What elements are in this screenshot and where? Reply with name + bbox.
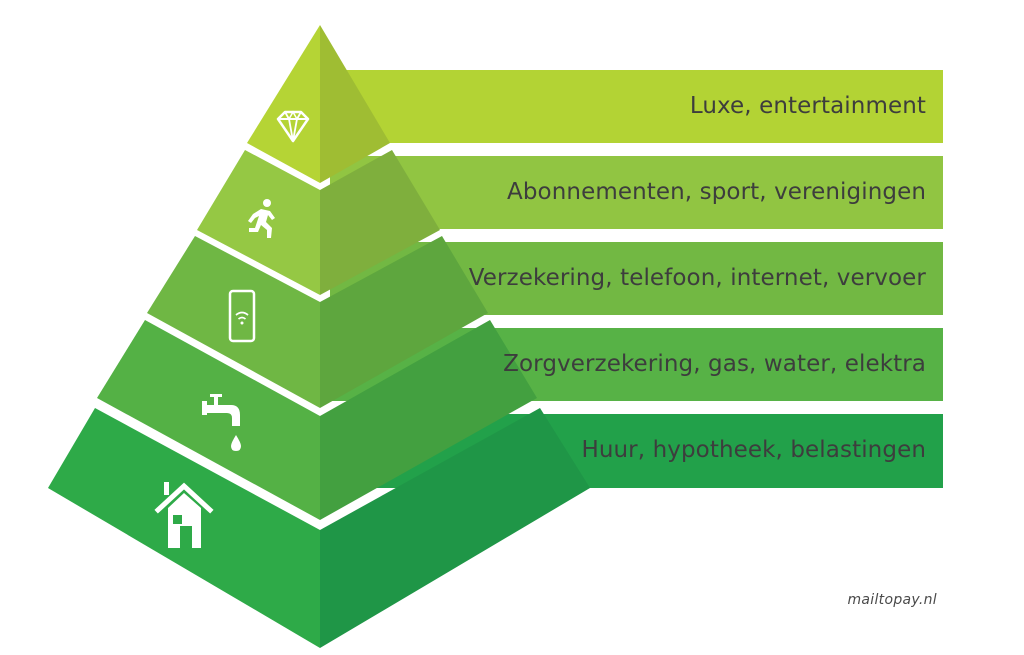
band-label-level-5: Huur, hypotheek, belastingen [581,437,926,463]
pyramid-level-1-left-face [247,25,320,183]
band-label-level-4: Zorgverzekering, gas, water, elektra [503,351,926,377]
pyramid-level-1 [247,25,390,183]
water-tap-icon [202,394,241,451]
pyramid-level-5-right-face [320,408,590,648]
pyramid-level-3-left-face [147,236,320,408]
pyramid-level-1-right-face [320,25,390,183]
band-label-level-3: Verzekering, telefoon, internet, vervoer [468,265,926,291]
diamond-icon [276,110,310,143]
credit-text: mailtopay.nl [847,592,937,608]
pyramid-level-3 [147,236,488,408]
pyramid-level-4-left-face [97,320,320,520]
pyramid-level-5 [48,408,590,648]
pyramid-level-2-right-face [320,150,440,295]
pyramid-level-3-right-face [320,236,488,408]
pyramid-level-4-right-face [320,320,537,520]
band-level-2 [330,156,943,229]
band-label-level-2: Abonnementen, sport, verenigingen [507,179,926,205]
band-level-1 [330,70,943,143]
house-icon [154,482,214,548]
pyramid-level-4 [97,320,537,520]
band-label-level-1: Luxe, entertainment [689,93,926,119]
pyramid-level-5-left-face [48,408,320,648]
tablet-wifi-icon [228,289,256,343]
running-person-icon [248,199,275,238]
